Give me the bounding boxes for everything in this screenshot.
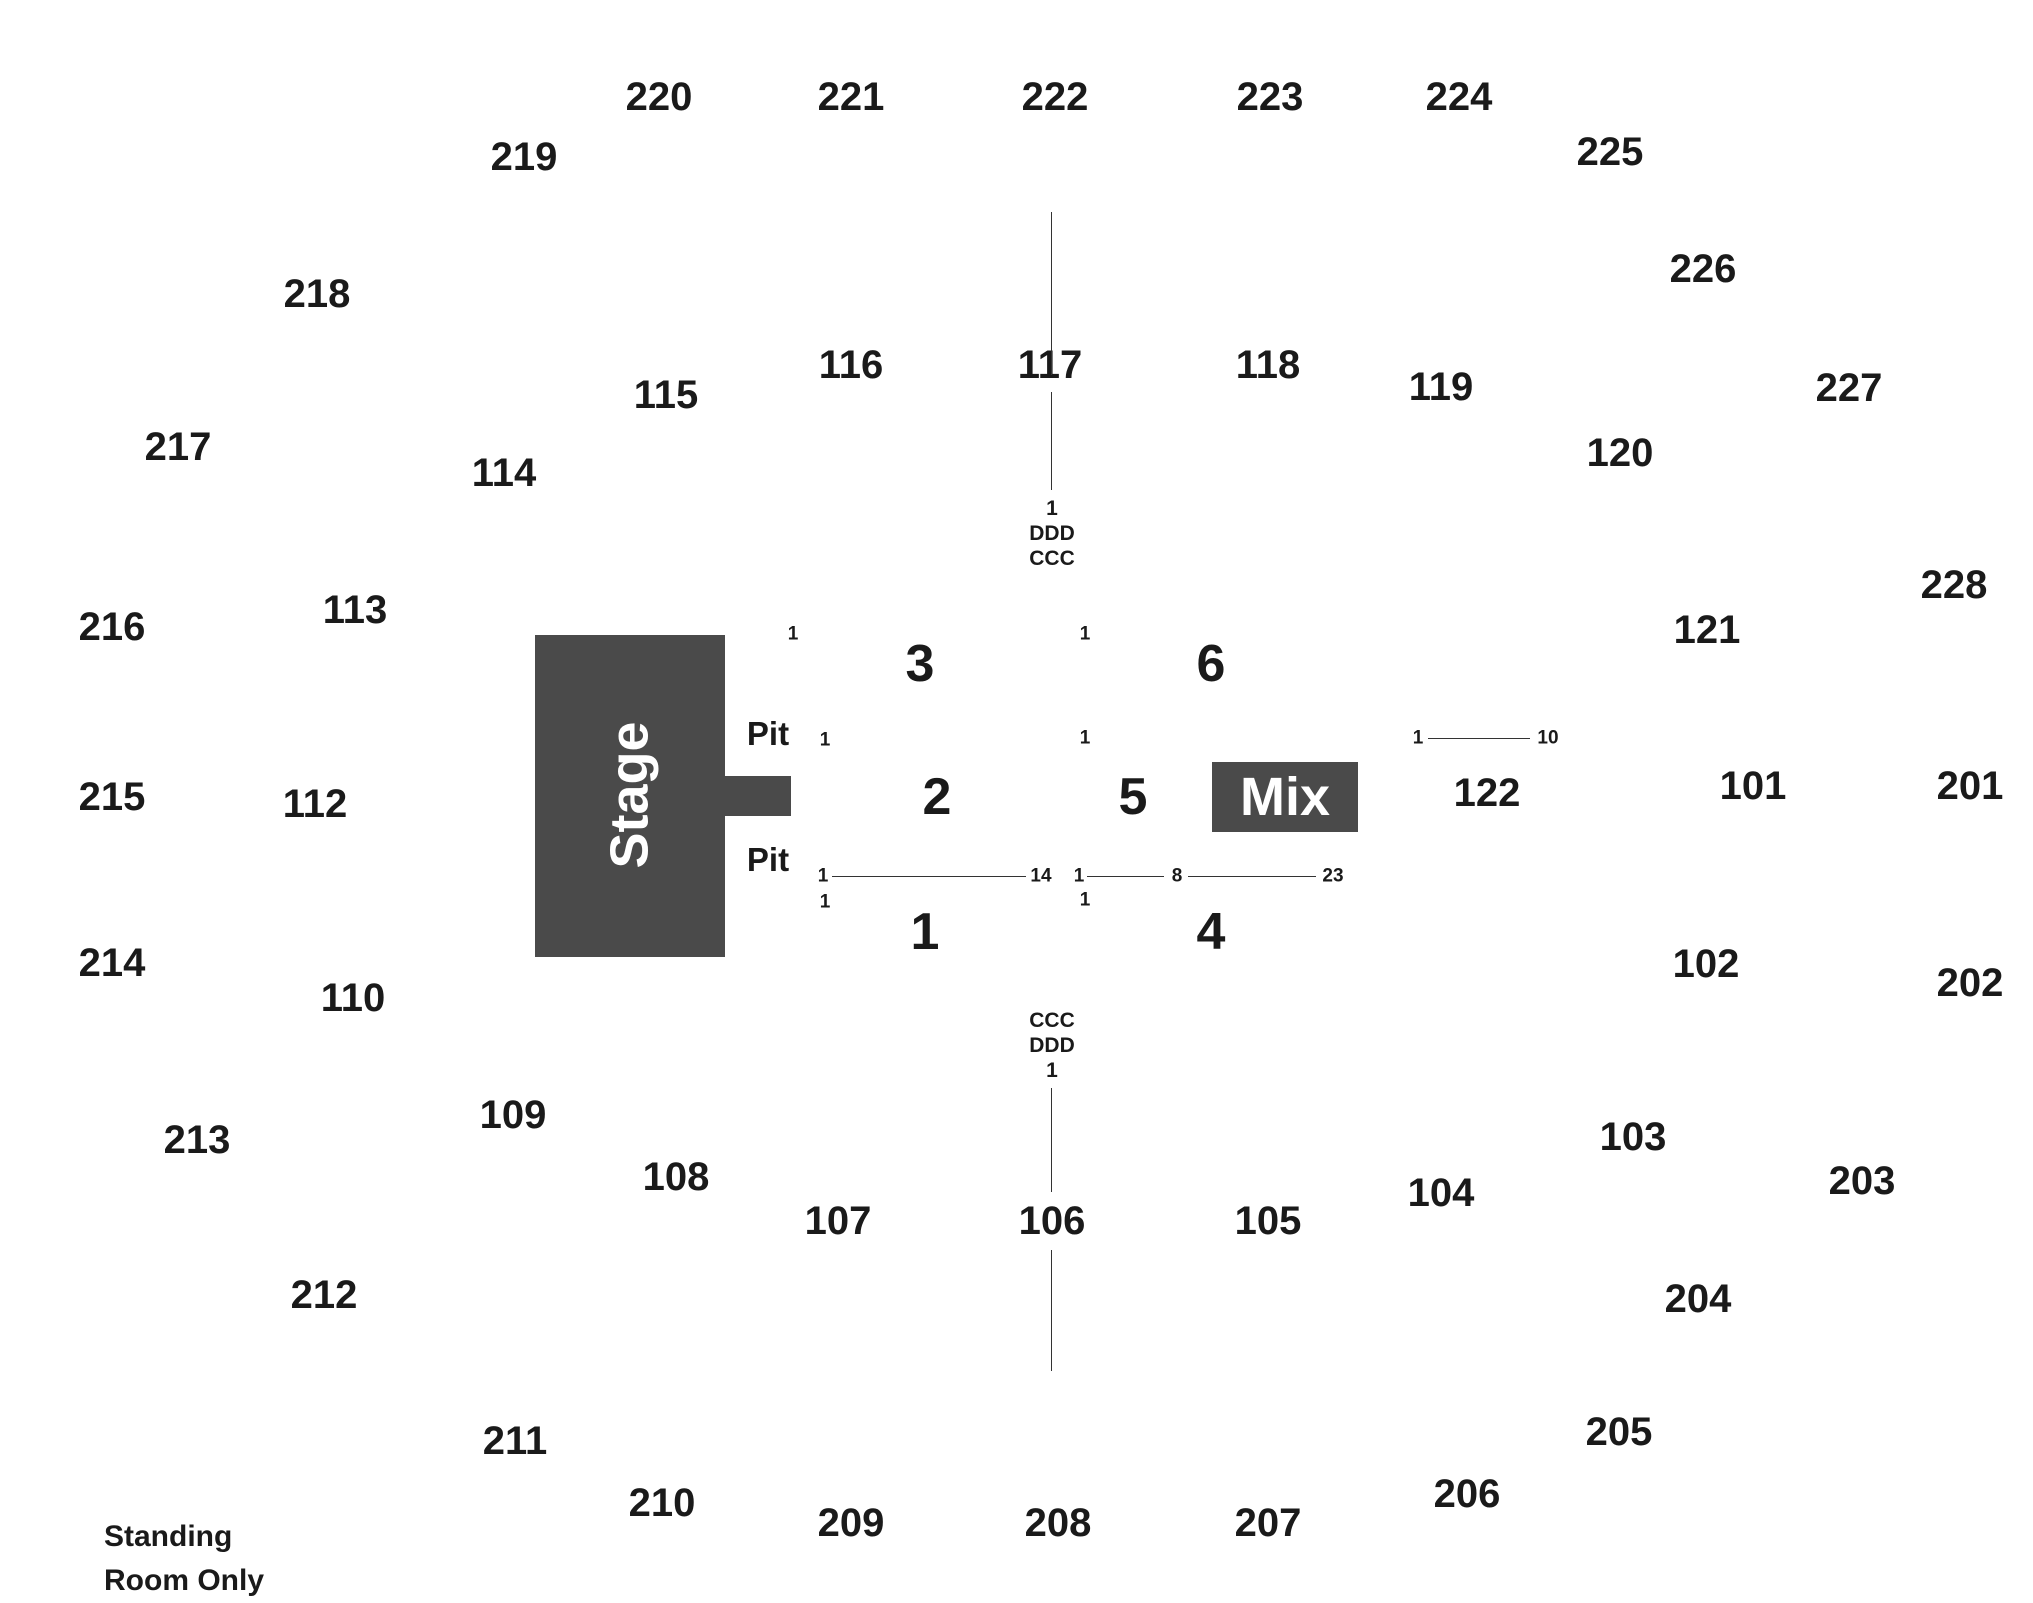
section-120[interactable]: 120 [1586,431,1654,475]
section-205[interactable]: 205 [1585,1410,1653,1454]
row-marker: 1 [819,729,831,751]
row-label: CCC [1029,547,1075,570]
section-224[interactable]: 224 [1425,75,1493,119]
section-214[interactable]: 214 [78,941,146,985]
section-116[interactable]: 116 [818,343,884,387]
mix-label: Mix [1239,767,1331,827]
row-range-line [1087,876,1164,877]
row-marker: 1 [1079,623,1091,645]
row-range-line [1428,738,1530,739]
stage-label-wrap: Stage [535,635,725,955]
floor-section-2[interactable]: 2 [922,768,952,826]
row-marker: 1 [1079,889,1091,911]
section-221[interactable]: 221 [817,75,885,119]
section-217[interactable]: 217 [144,425,212,469]
section-227[interactable]: 227 [1815,366,1883,410]
section-103[interactable]: 103 [1599,1115,1667,1159]
row-label: CCC [1029,1009,1075,1032]
stage-label: Stage [600,721,660,869]
section-202[interactable]: 202 [1936,961,2004,1005]
mix-position [1212,762,1358,832]
row-range-end: 10 [1537,727,1559,749]
section-201[interactable]: 201 [1936,764,2004,808]
section-226[interactable]: 226 [1669,247,1737,291]
row-label: 1 [1046,497,1058,520]
section-215[interactable]: 215 [78,775,146,819]
section-119[interactable]: 119 [1408,365,1474,409]
section-211[interactable]: 211 [482,1419,548,1463]
bottom-aisle-row-labels: CCC DDD 1 [1029,1008,1075,1083]
pit-label-upper[interactable]: Pit [746,715,790,752]
floor-section-3[interactable]: 3 [905,635,935,693]
section-203[interactable]: 203 [1828,1159,1896,1203]
section-102[interactable]: 102 [1672,942,1740,986]
section-210[interactable]: 210 [628,1481,696,1525]
section-112[interactable]: 112 [282,782,348,826]
row-range-line [1188,876,1316,877]
row-marker: 1 [1079,727,1091,749]
floor-section-5[interactable]: 5 [1118,768,1148,826]
row-range-start: 1 [1412,727,1424,749]
section-121[interactable]: 121 [1673,608,1741,652]
top-aisle-line-lower [1051,392,1052,490]
section-105[interactable]: 105 [1234,1199,1302,1243]
floor-section-6[interactable]: 6 [1196,635,1226,693]
section-213[interactable]: 213 [163,1118,231,1162]
floor-section-4[interactable]: 4 [1196,903,1226,961]
standing-room-line2: Room Only [104,1564,265,1597]
row-range-start: 1 [817,865,829,887]
section-218[interactable]: 218 [283,272,351,316]
section-104[interactable]: 104 [1407,1171,1475,1215]
bottom-aisle-line-lower [1051,1250,1052,1371]
row-range-line [832,876,1026,877]
row-marker: 1 [787,623,799,645]
standing-room-note: Standing Room Only [104,1515,264,1603]
section-220[interactable]: 220 [625,75,693,119]
row-marker: 1 [819,891,831,913]
bottom-aisle-line-upper [1051,1088,1052,1192]
section-228[interactable]: 228 [1920,563,1988,607]
section-219[interactable]: 219 [490,135,558,179]
section-115[interactable]: 115 [633,373,699,417]
floor-section-1[interactable]: 1 [910,903,940,961]
section-122[interactable]: 122 [1453,771,1521,815]
stage-thrust [723,776,791,816]
row-label: 1 [1046,1059,1058,1082]
section-209[interactable]: 209 [817,1501,885,1545]
section-117[interactable]: 117 [1017,343,1083,387]
row-range-end: 23 [1322,865,1344,887]
section-222[interactable]: 222 [1021,75,1089,119]
row-label: DDD [1029,522,1075,545]
top-aisle-row-labels: 1 DDD CCC [1029,496,1075,571]
section-101[interactable]: 101 [1719,764,1787,808]
section-206[interactable]: 206 [1433,1472,1501,1516]
top-aisle-line-upper [1051,212,1052,375]
section-212[interactable]: 212 [290,1273,358,1317]
section-113[interactable]: 113 [322,588,388,632]
section-106[interactable]: 106 [1018,1199,1086,1243]
section-118[interactable]: 118 [1235,343,1301,387]
section-225[interactable]: 225 [1576,130,1644,174]
section-207[interactable]: 207 [1234,1501,1302,1545]
section-110[interactable]: 110 [320,976,386,1020]
section-208[interactable]: 208 [1024,1501,1092,1545]
standing-room-line1: Standing [104,1520,233,1553]
row-range-end: 14 [1030,865,1052,887]
section-223[interactable]: 223 [1236,75,1304,119]
section-114[interactable]: 114 [471,451,537,495]
stage[interactable] [535,635,725,957]
pit-label-lower[interactable]: Pit [746,841,790,878]
section-107[interactable]: 107 [804,1199,872,1243]
row-range-mid: 8 [1171,865,1183,887]
row-range-start: 1 [1073,865,1085,887]
section-108[interactable]: 108 [642,1155,710,1199]
section-109[interactable]: 109 [479,1093,547,1137]
section-204[interactable]: 204 [1664,1277,1732,1321]
row-label: DDD [1029,1034,1075,1057]
section-216[interactable]: 216 [78,605,146,649]
